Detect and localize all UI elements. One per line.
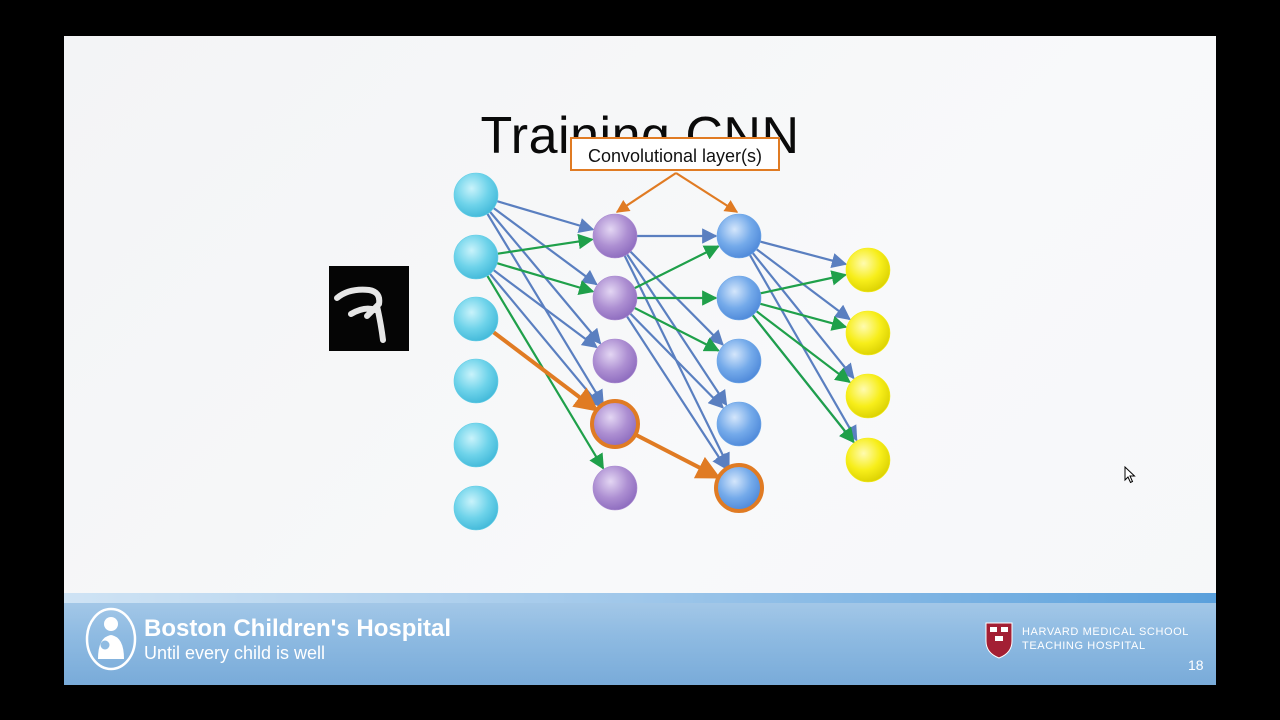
slide-footer: Boston Children's Hospital Until every c… [64,593,1216,685]
edge-blue [489,273,602,408]
edge-green [634,306,720,352]
edge-blue [759,240,848,269]
edge-green [634,245,720,290]
slide: Training CNN [64,36,1216,685]
hospital-name: Boston Children's Hospital [144,615,452,642]
node-conv2-3 [716,401,762,447]
edges-green [486,233,855,470]
node-conv2-0 [716,213,762,259]
node-output-1 [845,310,891,356]
slide-number: 18 [1188,657,1204,673]
node-output-0 [845,247,891,293]
node-conv1-2 [592,338,638,384]
node-input-1 [453,234,499,280]
harvard-shield-icon [985,622,1013,659]
edge-blue [629,312,724,409]
node-input-5 [453,485,499,531]
nodes [453,172,891,531]
node-input-2 [453,296,499,342]
edge-blue [496,200,595,233]
convolutional-layers-label: Convolutional layer(s) [570,137,780,171]
boston-childrens-logo-icon [85,607,137,671]
highlight-ring [714,463,764,513]
edge-blue [492,269,598,349]
node-conv2-1 [716,275,762,321]
label-arrow-right [675,172,739,213]
edge-green [751,314,855,444]
node-output-2 [845,373,891,419]
hms-label-line2: TEACHING HOSPITAL [1022,640,1146,652]
edge-green [759,302,848,331]
edges-blue [486,200,858,471]
edge-highlight [633,432,721,480]
edge-green [496,262,595,295]
node-conv1-4 [592,465,638,511]
edge-green [755,310,851,384]
node-conv1-0 [592,213,638,259]
node-input-3 [453,358,499,404]
edge-blue [626,315,728,471]
node-output-3 [845,437,891,483]
hms-label-line1: HARVARD MEDICAL SCHOOL [1022,626,1190,638]
label-arrow-left [615,172,677,213]
mnist-digit-image [329,266,409,351]
mouse-pointer-icon [1124,466,1136,484]
highlight-ring [590,399,640,449]
node-input-0 [453,172,499,218]
neural-network-diagram [453,172,891,531]
node-conv1-1 [592,275,638,321]
edge-green [497,233,594,255]
hospital-tagline: Until every child is well [144,643,326,663]
footer-stripe [64,593,1216,603]
node-conv2-2 [716,338,762,384]
node-input-4 [453,422,499,468]
edge-green [760,270,848,295]
edge-highlight [492,330,599,412]
edges-orange [492,172,739,480]
